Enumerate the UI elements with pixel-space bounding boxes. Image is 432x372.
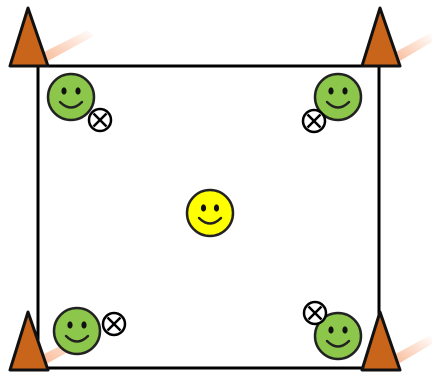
ball-cross-icon: [103, 313, 125, 335]
ball-cross-icon: [303, 110, 325, 132]
cone-icon: [10, 8, 48, 66]
ball-bottom-left: [103, 313, 125, 335]
ball-cross-icon: [89, 109, 111, 131]
player-top-left: [48, 74, 94, 120]
cone-top-left: [10, 8, 94, 66]
cone-icon: [362, 8, 400, 66]
smiley-face-icon: [48, 74, 94, 120]
ball-top-right: [303, 110, 325, 132]
ball-top-left: [89, 109, 111, 131]
center-player: [187, 190, 233, 236]
cone-glow: [392, 334, 432, 364]
smiley-face-icon: [187, 190, 233, 236]
smiley-face-icon: [54, 308, 100, 354]
cone-top-right: [362, 8, 432, 66]
ball-bottom-right: [304, 302, 326, 324]
cone-glow: [40, 30, 94, 62]
player-bottom-left: [54, 308, 100, 354]
ball-cross-icon: [304, 302, 326, 324]
